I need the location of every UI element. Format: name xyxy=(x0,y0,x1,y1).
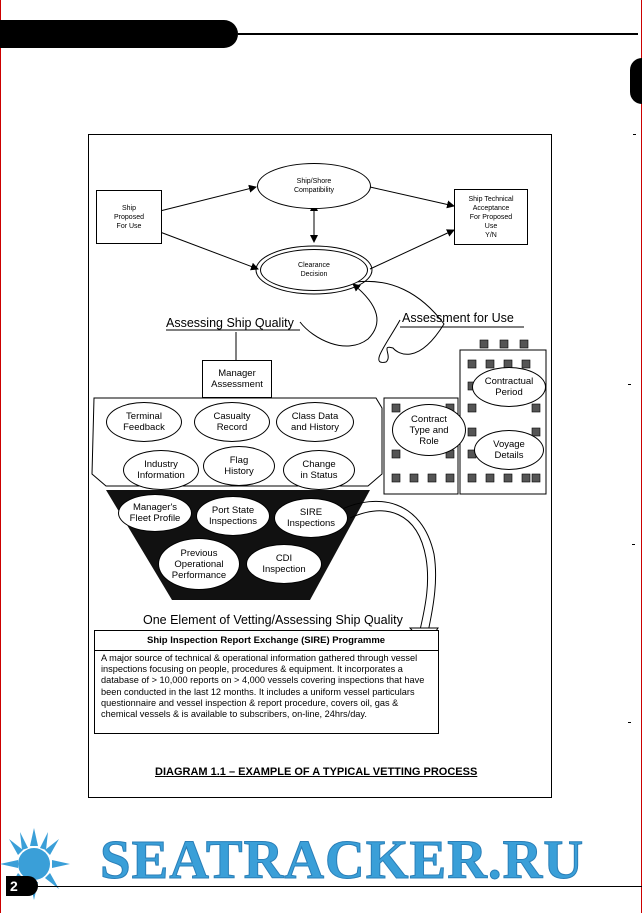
port-state-oval: Port State Inspections xyxy=(196,496,270,536)
terminal-feedback-oval: Terminal Feedback xyxy=(106,402,182,442)
sire-title: Ship Inspection Report Exchange (SIRE) P… xyxy=(147,635,386,646)
clearance-oval: Clearance Decision xyxy=(260,249,368,291)
acceptance-box: Ship Technical Acceptance For Proposed U… xyxy=(454,189,528,245)
watermark-text: SEATRACKER.RU xyxy=(99,829,585,890)
margin-mark xyxy=(628,384,631,385)
fleet-profile-oval: Manager's Fleet Profile xyxy=(118,494,192,532)
footer-rule xyxy=(36,886,642,887)
voyage-details-oval: Voyage Details xyxy=(474,430,544,470)
side-tab xyxy=(630,58,642,104)
ship-proposed-box: Ship Proposed For Use xyxy=(96,190,162,244)
page-number: 2 xyxy=(6,876,38,896)
assessing-quality-heading: Assessing Ship Quality xyxy=(166,316,294,330)
assessment-for-use-heading: Assessment for Use xyxy=(402,311,514,325)
manager-assessment-box: Manager Assessment xyxy=(202,360,272,398)
contract-type-oval: Contract Type and Role xyxy=(392,404,466,456)
contractual-period-oval: Contractual Period xyxy=(472,367,546,407)
header-bar xyxy=(0,20,238,48)
quality-feedback-curve xyxy=(299,283,378,347)
header-rule xyxy=(238,33,638,35)
page-border-left xyxy=(0,0,1,913)
use-feedback-curve xyxy=(355,280,445,363)
sire-description-box: Ship Inspection Report Exchange (SIRE) P… xyxy=(94,630,439,734)
class-data-oval: Class Data and History xyxy=(276,402,354,442)
cdi-oval: CDI Inspection xyxy=(246,544,322,584)
margin-mark xyxy=(632,544,635,545)
casualty-record-oval: Casualty Record xyxy=(194,402,270,442)
arrow-to-compatibility xyxy=(159,184,257,212)
arrow-clearance-to-acceptance xyxy=(369,229,455,270)
sire-inspections-oval: SIRE Inspections xyxy=(274,498,348,538)
margin-mark xyxy=(628,722,631,723)
one-element-heading: One Element of Vetting/Assessing Ship Qu… xyxy=(143,613,403,627)
change-in-status-oval: Change in Status xyxy=(283,450,355,490)
arrow-to-acceptance xyxy=(369,186,455,209)
sire-description: A major source of technical & operationa… xyxy=(101,653,425,720)
industry-information-oval: Industry Information xyxy=(123,450,199,490)
compatibility-oval: Ship/Shore Compatibility xyxy=(257,163,371,209)
previous-performance-oval: Previous Operational Performance xyxy=(158,538,240,590)
flag-history-oval: Flag History xyxy=(203,446,275,486)
diagram-caption: DIAGRAM 1.1 – EXAMPLE OF A TYPICAL VETTI… xyxy=(155,766,478,778)
margin-mark xyxy=(633,134,636,135)
arrow-to-clearance xyxy=(159,231,259,271)
